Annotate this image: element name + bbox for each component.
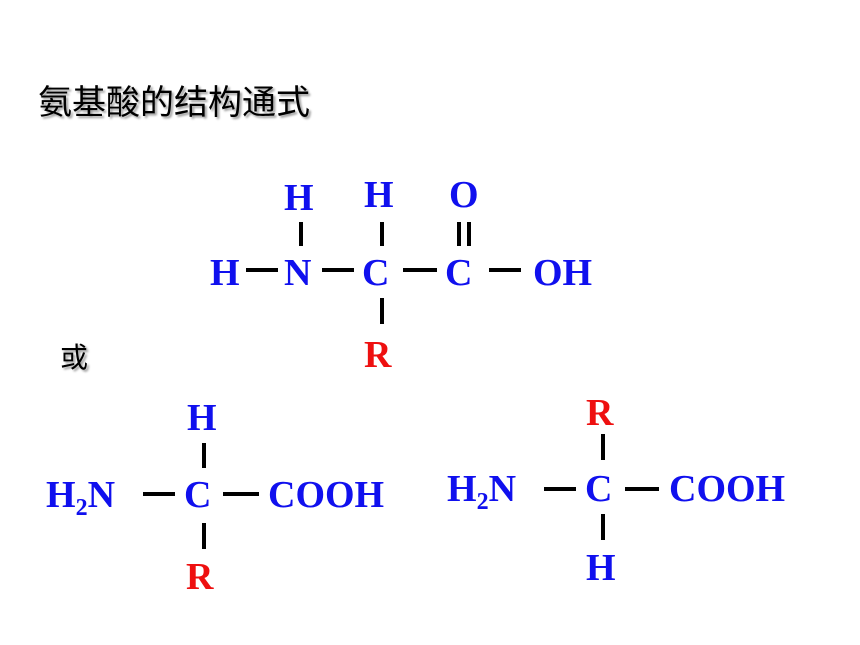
atom-c-carboxyl: C [445, 252, 473, 294]
bond-c-h-vertical [380, 222, 384, 246]
atom-h-bottom: H [586, 547, 616, 589]
bond-c-o-double-1 [457, 222, 461, 246]
amino-n: N [488, 468, 517, 510]
group-oh: OH [533, 252, 593, 294]
atom-h-left: H [210, 252, 240, 294]
group-amino: H2N [447, 470, 516, 514]
amino-h: H [447, 468, 477, 510]
bond-c-o-double-2 [467, 222, 471, 246]
bond-c-c [403, 268, 437, 272]
or-label: 或 [60, 341, 89, 374]
atom-c: C [184, 474, 212, 516]
atom-r: R [586, 392, 614, 434]
bond-c-cooh [223, 492, 259, 496]
atom-r: R [186, 556, 214, 598]
atom-r: R [364, 334, 392, 376]
atom-h-top: H [187, 397, 217, 439]
amino-subscript: 2 [75, 495, 88, 521]
bond-c-r-vertical [601, 434, 605, 460]
slide-title: 氨基酸的结构通式 [38, 83, 310, 123]
atom-o-carbonyl: O [449, 174, 479, 216]
amino-h: H [46, 474, 76, 516]
atom-c: C [585, 468, 613, 510]
bond-n-c [544, 487, 576, 491]
bond-n-h-vertical [299, 222, 303, 246]
bond-c-oh [489, 268, 521, 272]
bond-c-r-vertical [202, 523, 206, 549]
amino-subscript: 2 [476, 489, 489, 515]
bond-c-cooh [625, 487, 659, 491]
atom-h-on-n: H [284, 177, 314, 219]
atom-c-alpha: C [362, 252, 390, 294]
group-cooh: COOH [669, 468, 786, 510]
bond-n-c [322, 268, 354, 272]
group-cooh: COOH [268, 474, 385, 516]
amino-n: N [87, 474, 116, 516]
atom-n: N [284, 252, 312, 294]
group-amino: H2N [46, 476, 115, 520]
bond-c-h-vertical [601, 514, 605, 540]
bond-c-r-vertical [380, 298, 384, 324]
atom-h-on-alpha-c: H [364, 174, 394, 216]
bond-h-n [246, 268, 278, 272]
bond-c-h-vertical [202, 443, 206, 468]
bond-n-c [143, 492, 175, 496]
